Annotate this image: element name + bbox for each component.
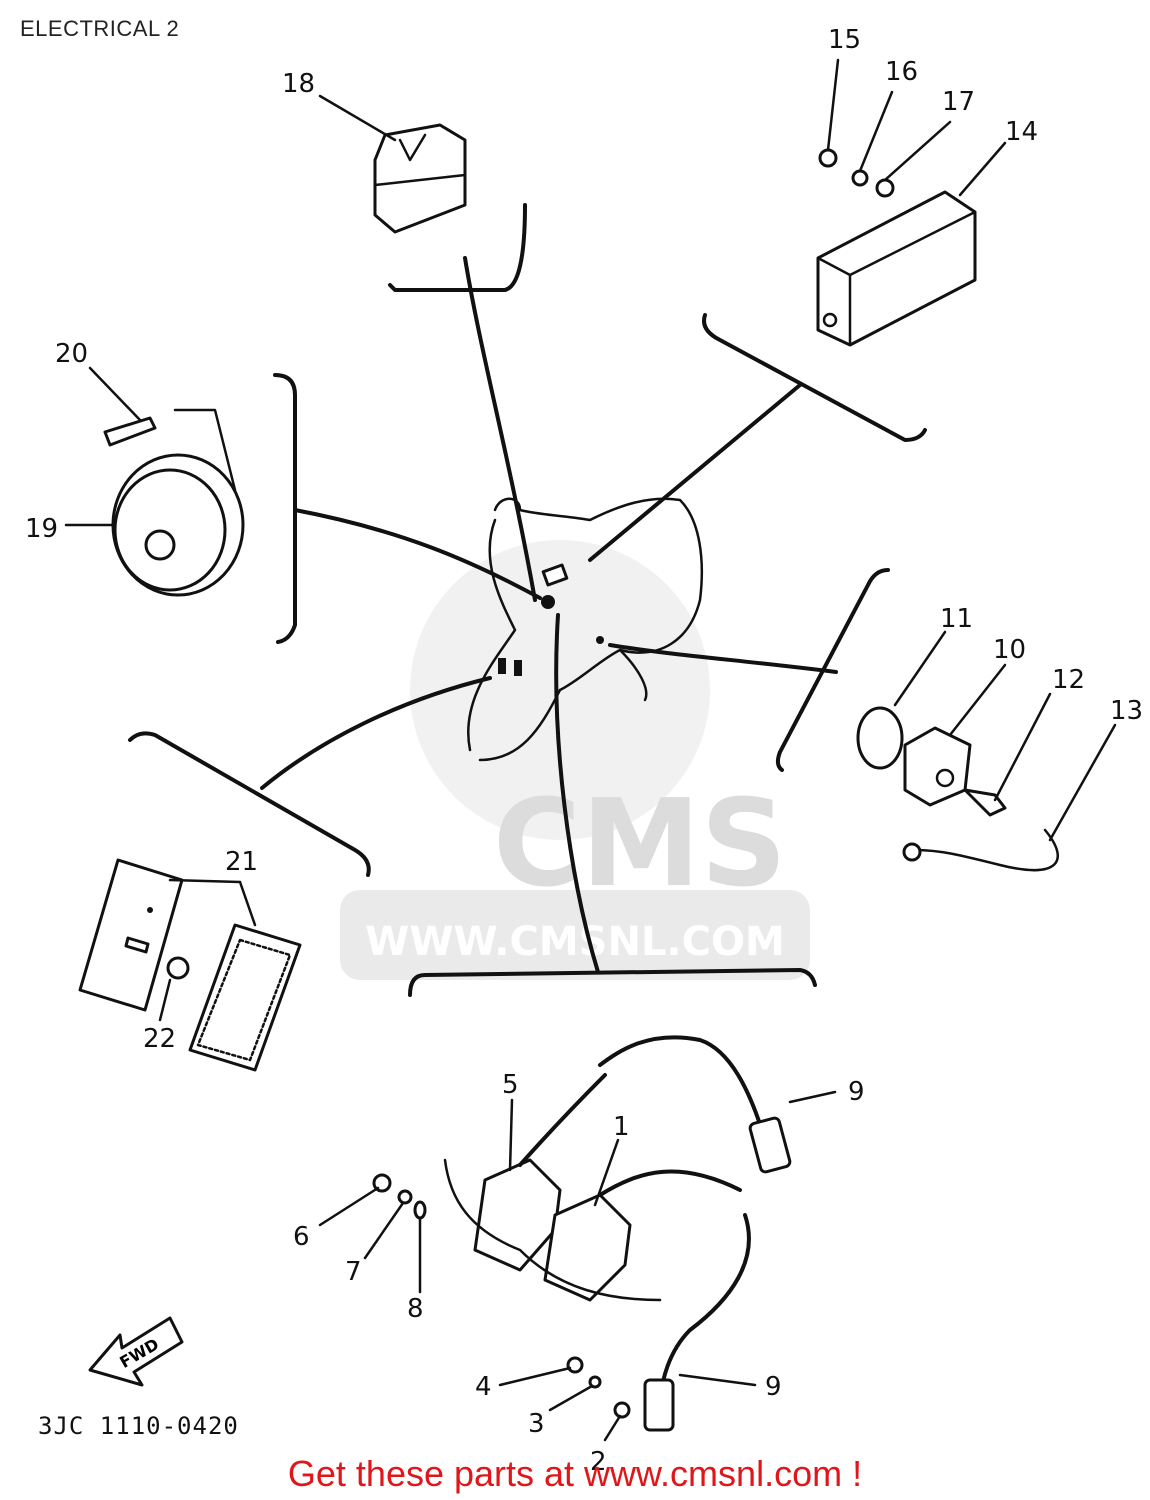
group-brackets bbox=[128, 203, 927, 997]
part-18-connector bbox=[318, 94, 467, 234]
callout-22: 22 bbox=[143, 1024, 176, 1054]
footer-link[interactable]: Get these parts at www.cmsnl.com ! bbox=[287, 1453, 863, 1494]
part-10-13-pickup bbox=[856, 630, 1117, 872]
frame-outline bbox=[467, 497, 704, 762]
part-19-horn bbox=[64, 366, 245, 597]
part-1-9-ignition-coils bbox=[318, 1035, 837, 1442]
part-21-22-reflectors bbox=[78, 858, 302, 1072]
callout-15: 15 bbox=[828, 25, 861, 55]
callout-5: 5 bbox=[502, 1070, 519, 1100]
page-title: ELECTRICAL 2 bbox=[20, 16, 180, 41]
callout-9-upper: 9 bbox=[848, 1077, 865, 1107]
callout-18: 18 bbox=[282, 69, 315, 99]
callout-7: 7 bbox=[345, 1257, 362, 1287]
callout-14: 14 bbox=[1005, 117, 1038, 147]
callout-12: 12 bbox=[1052, 665, 1085, 695]
watermark-brand: CMS bbox=[493, 775, 787, 914]
callout-2: 2 bbox=[590, 1447, 607, 1477]
diagram-code: 3JC 1110-0420 bbox=[38, 1412, 239, 1440]
callout-9-lower: 9 bbox=[765, 1372, 782, 1402]
fwd-arrow-icon: FWD bbox=[88, 1316, 184, 1387]
callout-10: 10 bbox=[993, 635, 1026, 665]
callout-20: 20 bbox=[55, 339, 88, 369]
callout-13: 13 bbox=[1110, 696, 1143, 726]
callout-labels: 1 2 3 4 5 6 7 8 9 9 10 11 12 13 14 15 16… bbox=[25, 25, 1143, 1477]
callout-11: 11 bbox=[940, 604, 973, 634]
callout-3: 3 bbox=[528, 1409, 545, 1439]
callout-4: 4 bbox=[475, 1372, 492, 1402]
watermark-url: WWW.CMSNL.COM bbox=[365, 919, 785, 965]
part-14-cdi-unit bbox=[816, 58, 1007, 347]
watermark: CMS WWW.CMSNL.COM bbox=[340, 540, 810, 980]
callout-17: 17 bbox=[942, 87, 975, 117]
callout-1: 1 bbox=[613, 1112, 630, 1142]
callout-19: 19 bbox=[25, 514, 58, 544]
callout-16: 16 bbox=[885, 57, 918, 87]
callout-8: 8 bbox=[407, 1294, 424, 1324]
callout-21: 21 bbox=[225, 847, 258, 877]
callout-6: 6 bbox=[293, 1222, 310, 1252]
